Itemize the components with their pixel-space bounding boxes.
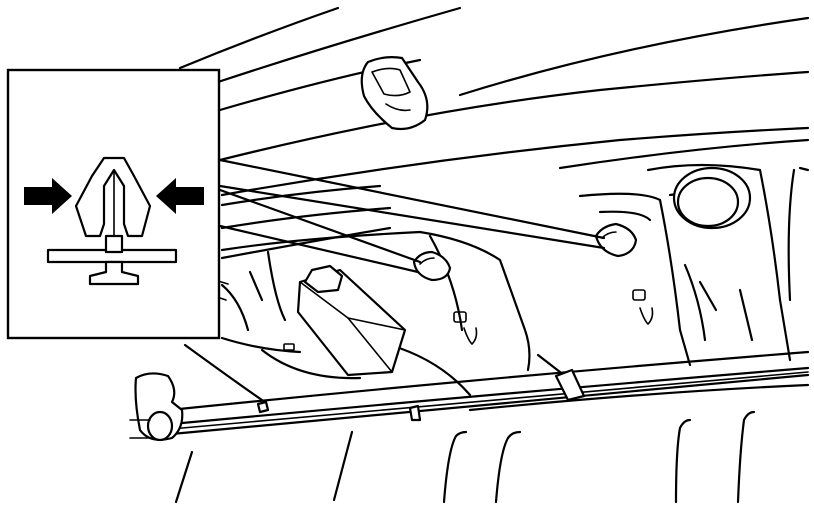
lid-panel-contours [178,6,810,260]
lower-edge-lines [174,383,810,504]
leader-lines [218,158,606,274]
connector-block [296,264,407,377]
clip-detail-inset [6,68,221,340]
clip-hole-left [412,250,452,282]
cable-bundle [148,350,810,438]
squeeze-arrow-left-icon [24,178,72,214]
round-hole [672,166,752,230]
hinge-bracket [129,372,184,442]
squeeze-arrow-right-icon [156,178,204,214]
upper-clip [360,56,429,131]
push-clip-icon [46,156,178,286]
clip-hole-right [594,222,638,258]
